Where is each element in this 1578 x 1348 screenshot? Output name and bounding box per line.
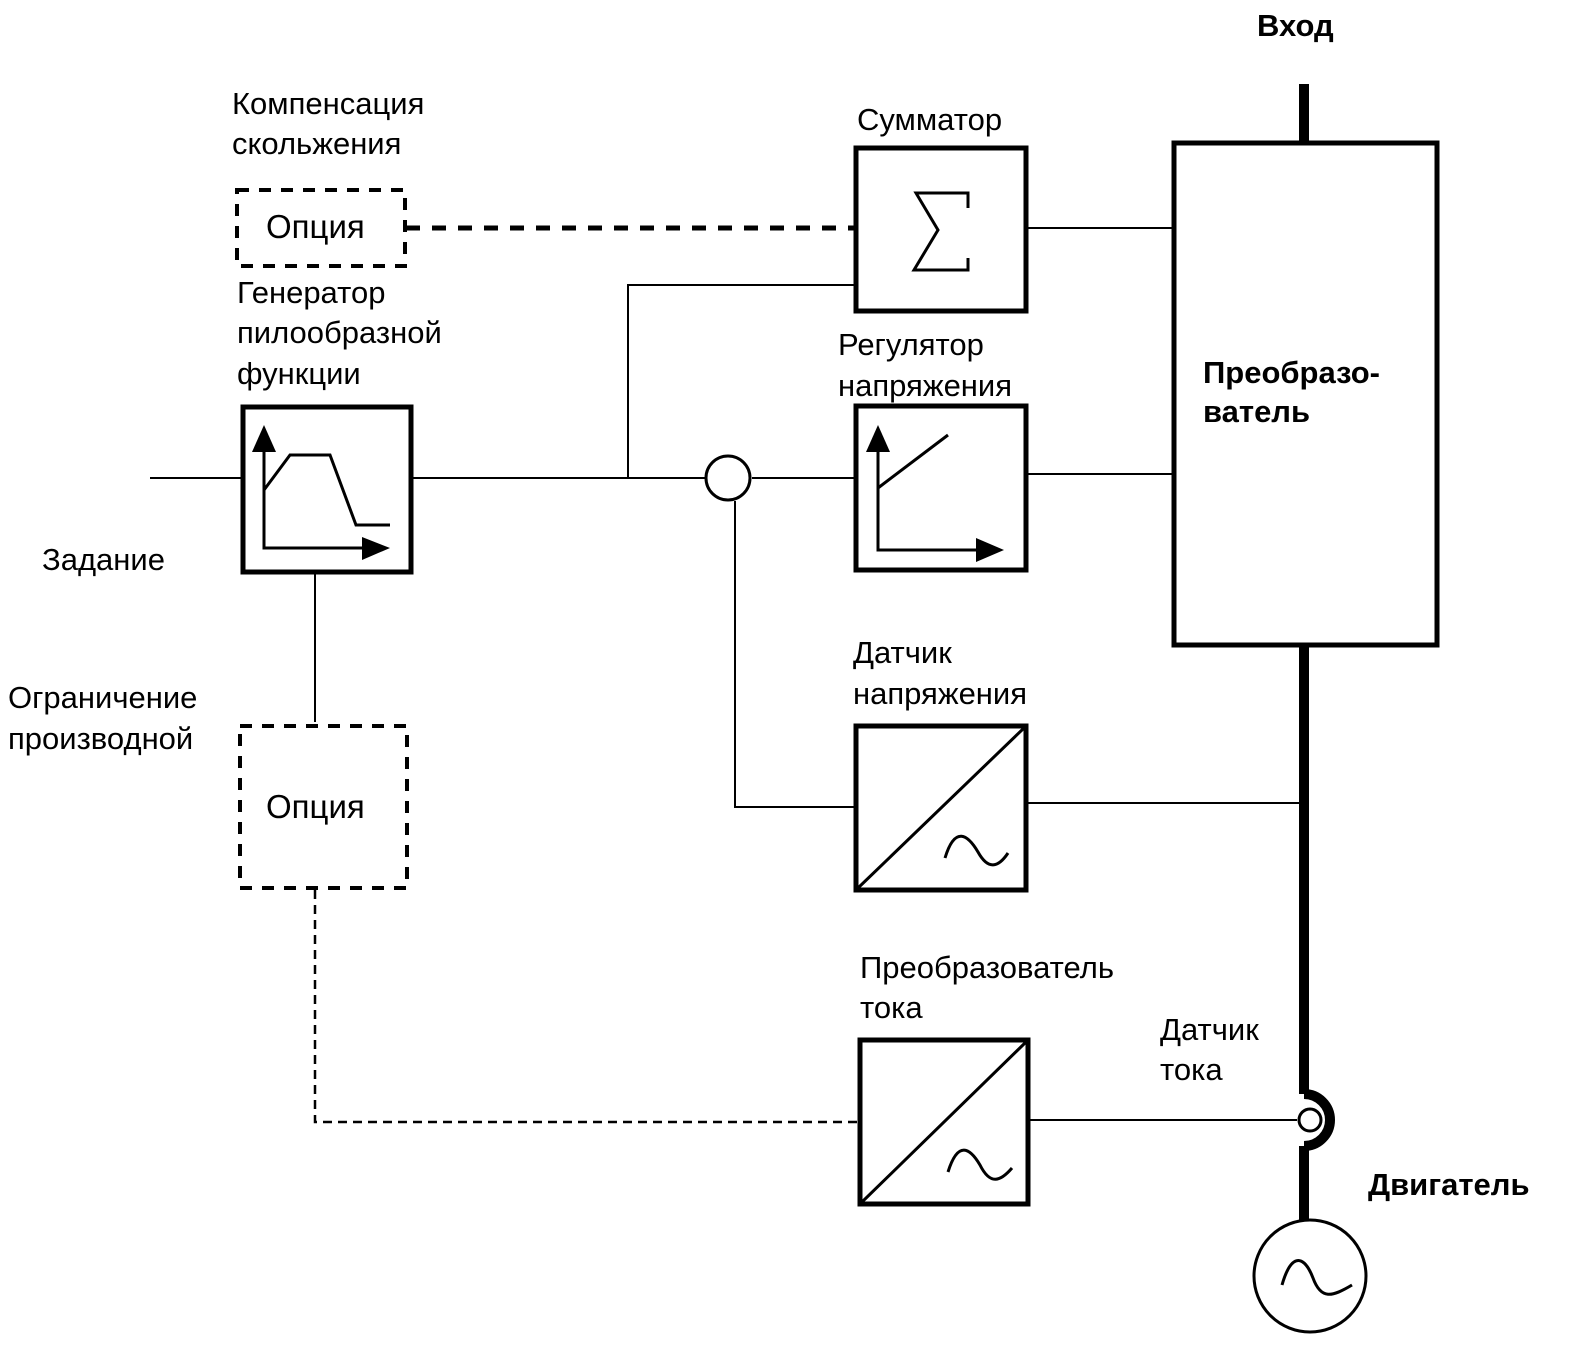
voltage-regulator-title-2: напряжения — [838, 368, 1012, 403]
current-sensor-title-1: Датчик — [1160, 1012, 1259, 1047]
power-bus — [1299, 84, 1335, 1222]
ramp-generator-title-1: Генератор — [237, 275, 385, 310]
voltage-sensor-block: Датчик напряжения — [853, 635, 1029, 893]
sine-wave-icon — [943, 834, 1010, 867]
derivative-limit-option-label: Опция — [266, 788, 365, 825]
summator-feed-line — [627, 284, 856, 478]
derivative-limit-title-2: производной — [8, 721, 193, 756]
slip-compensation-option-box — [235, 188, 407, 268]
converter-title-2: ватель — [1203, 394, 1310, 429]
converter-box — [1171, 140, 1440, 648]
summing-junction — [704, 454, 752, 502]
ac-motor-icon — [1252, 1218, 1368, 1334]
slip-compensation-title-1: Компенсация — [232, 86, 424, 121]
slip-compensation-block: Компенсация скольжения Опция — [232, 86, 424, 268]
current-sensor-ring — [1297, 1107, 1323, 1133]
voltage-regulator-title-1: Регулятор — [838, 327, 984, 362]
current-converter-title-1: Преобразователь — [860, 950, 1114, 985]
ac-dc-converter-icon — [856, 726, 1026, 890]
slip-compensation-option-label: Опция — [266, 208, 365, 245]
converter-title-1: Преобразо- — [1203, 355, 1380, 390]
converter-block: Преобразо- ватель — [1171, 140, 1440, 648]
input-label: Вход — [1257, 8, 1334, 43]
voltage-regulator-box — [853, 403, 1029, 573]
derivative-limit-option-box — [238, 724, 409, 890]
current-sensor-loop — [1303, 1089, 1335, 1151]
voltage-sensor-title-2: напряжения — [853, 676, 1027, 711]
sigma-icon — [911, 191, 970, 272]
setpoint-label: Задание — [42, 542, 165, 577]
ramp-generator-block: Генератор пилообразной функции — [237, 275, 442, 575]
voltage-feedback-line — [734, 501, 856, 808]
voltage-sensor-title-1: Датчик — [853, 635, 952, 670]
sine-wave-icon — [946, 1148, 1014, 1181]
slip-compensation-title-2: скольжения — [232, 126, 401, 161]
current-converter-block: Преобразователь тока — [857, 950, 1114, 1207]
motor-title: Двигатель — [1368, 1167, 1530, 1202]
ramp-generator-box — [240, 404, 414, 575]
current-sensor-block: Датчик тока — [1160, 1012, 1323, 1133]
voltage-regulator-block: Регулятор напряжения — [838, 327, 1029, 573]
ac-dc-converter-icon — [860, 1040, 1028, 1204]
sine-wave-icon — [1280, 1259, 1353, 1296]
summator-box — [853, 145, 1029, 314]
summator-title: Сумматор — [857, 102, 1002, 137]
current-converter-title-2: тока — [860, 990, 923, 1025]
ramp-generator-title-3: функции — [237, 356, 361, 391]
ramp-generator-title-2: пилообразной — [237, 315, 442, 350]
derivative-limit-block: Ограничение производной Опция — [8, 680, 409, 890]
derivative-limit-title-1: Ограничение — [8, 680, 197, 715]
summator-block: Сумматор — [853, 102, 1029, 314]
motor-block: Двигатель — [1252, 1167, 1530, 1334]
ramp-function-icon — [252, 425, 390, 560]
connections — [150, 227, 1304, 1121]
current-sensor-title-2: тока — [1160, 1052, 1223, 1087]
linear-function-icon — [866, 425, 1004, 562]
derivative-option-dashed-line — [313, 890, 858, 1124]
